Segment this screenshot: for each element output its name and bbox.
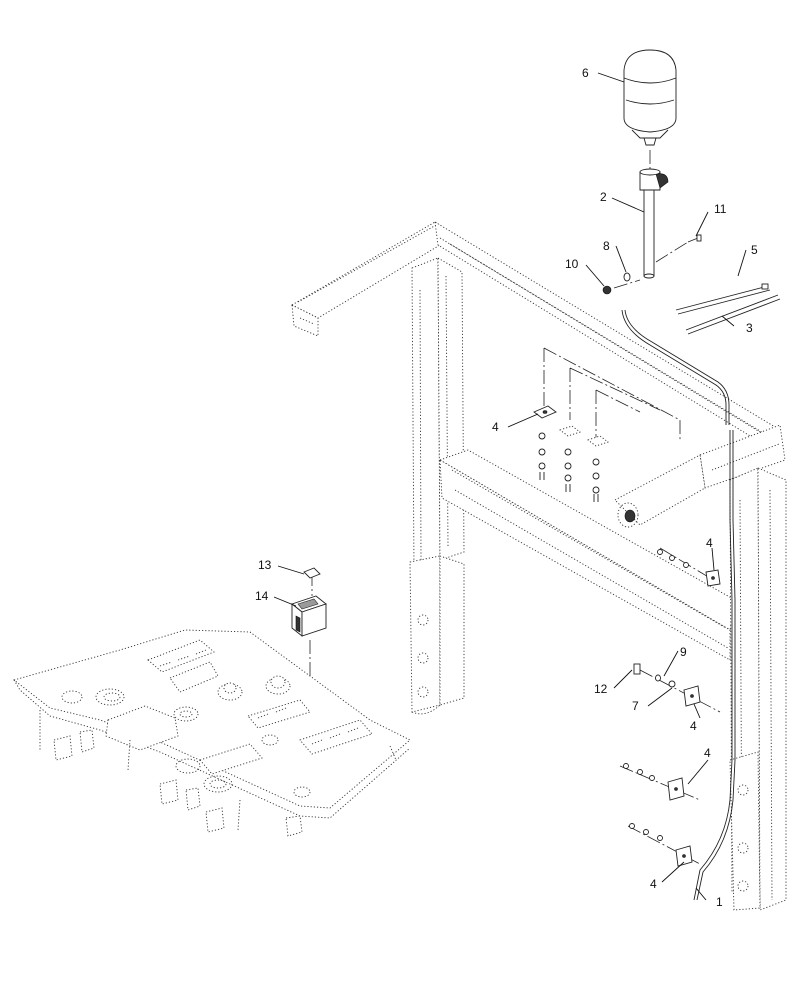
beacon-lamp[interactable] <box>623 49 677 146</box>
wire-harness[interactable] <box>621 309 736 901</box>
rops-frame <box>291 221 787 911</box>
callout-4-right-top: 4 <box>706 536 713 550</box>
callout-11: 11 <box>714 202 727 216</box>
callout-12: 12 <box>594 682 608 696</box>
callout-labels: 6 2 11 8 5 10 3 4 4 13 14 9 12 7 4 4 4 1 <box>255 66 758 909</box>
callout-9: 9 <box>680 645 687 659</box>
callout-14: 14 <box>255 589 269 603</box>
mounting-plates[interactable] <box>533 405 721 867</box>
callout-4-bottom: 4 <box>650 877 657 891</box>
beacon-mounting-pole[interactable] <box>639 168 669 279</box>
callout-3: 3 <box>746 321 753 335</box>
callout-8: 8 <box>603 239 610 253</box>
leader-lines <box>273 72 747 901</box>
callout-6: 6 <box>582 66 589 80</box>
callout-13: 13 <box>258 558 272 572</box>
callout-2: 2 <box>600 190 607 204</box>
pole-fasteners[interactable] <box>602 234 702 295</box>
callout-4-right-low: 4 <box>704 746 711 760</box>
rocker-switch[interactable] <box>291 595 327 637</box>
clamp-fasteners[interactable] <box>633 663 676 688</box>
callout-4-top: 4 <box>492 420 499 434</box>
callout-4-right-mid: 4 <box>690 719 697 733</box>
callout-10: 10 <box>565 257 579 271</box>
cable-ties[interactable] <box>675 283 781 335</box>
callout-7: 7 <box>632 699 639 713</box>
instrument-panel <box>13 629 411 837</box>
callout-1: 1 <box>716 895 723 909</box>
switch-decal[interactable] <box>303 567 321 579</box>
callout-5: 5 <box>751 243 758 257</box>
